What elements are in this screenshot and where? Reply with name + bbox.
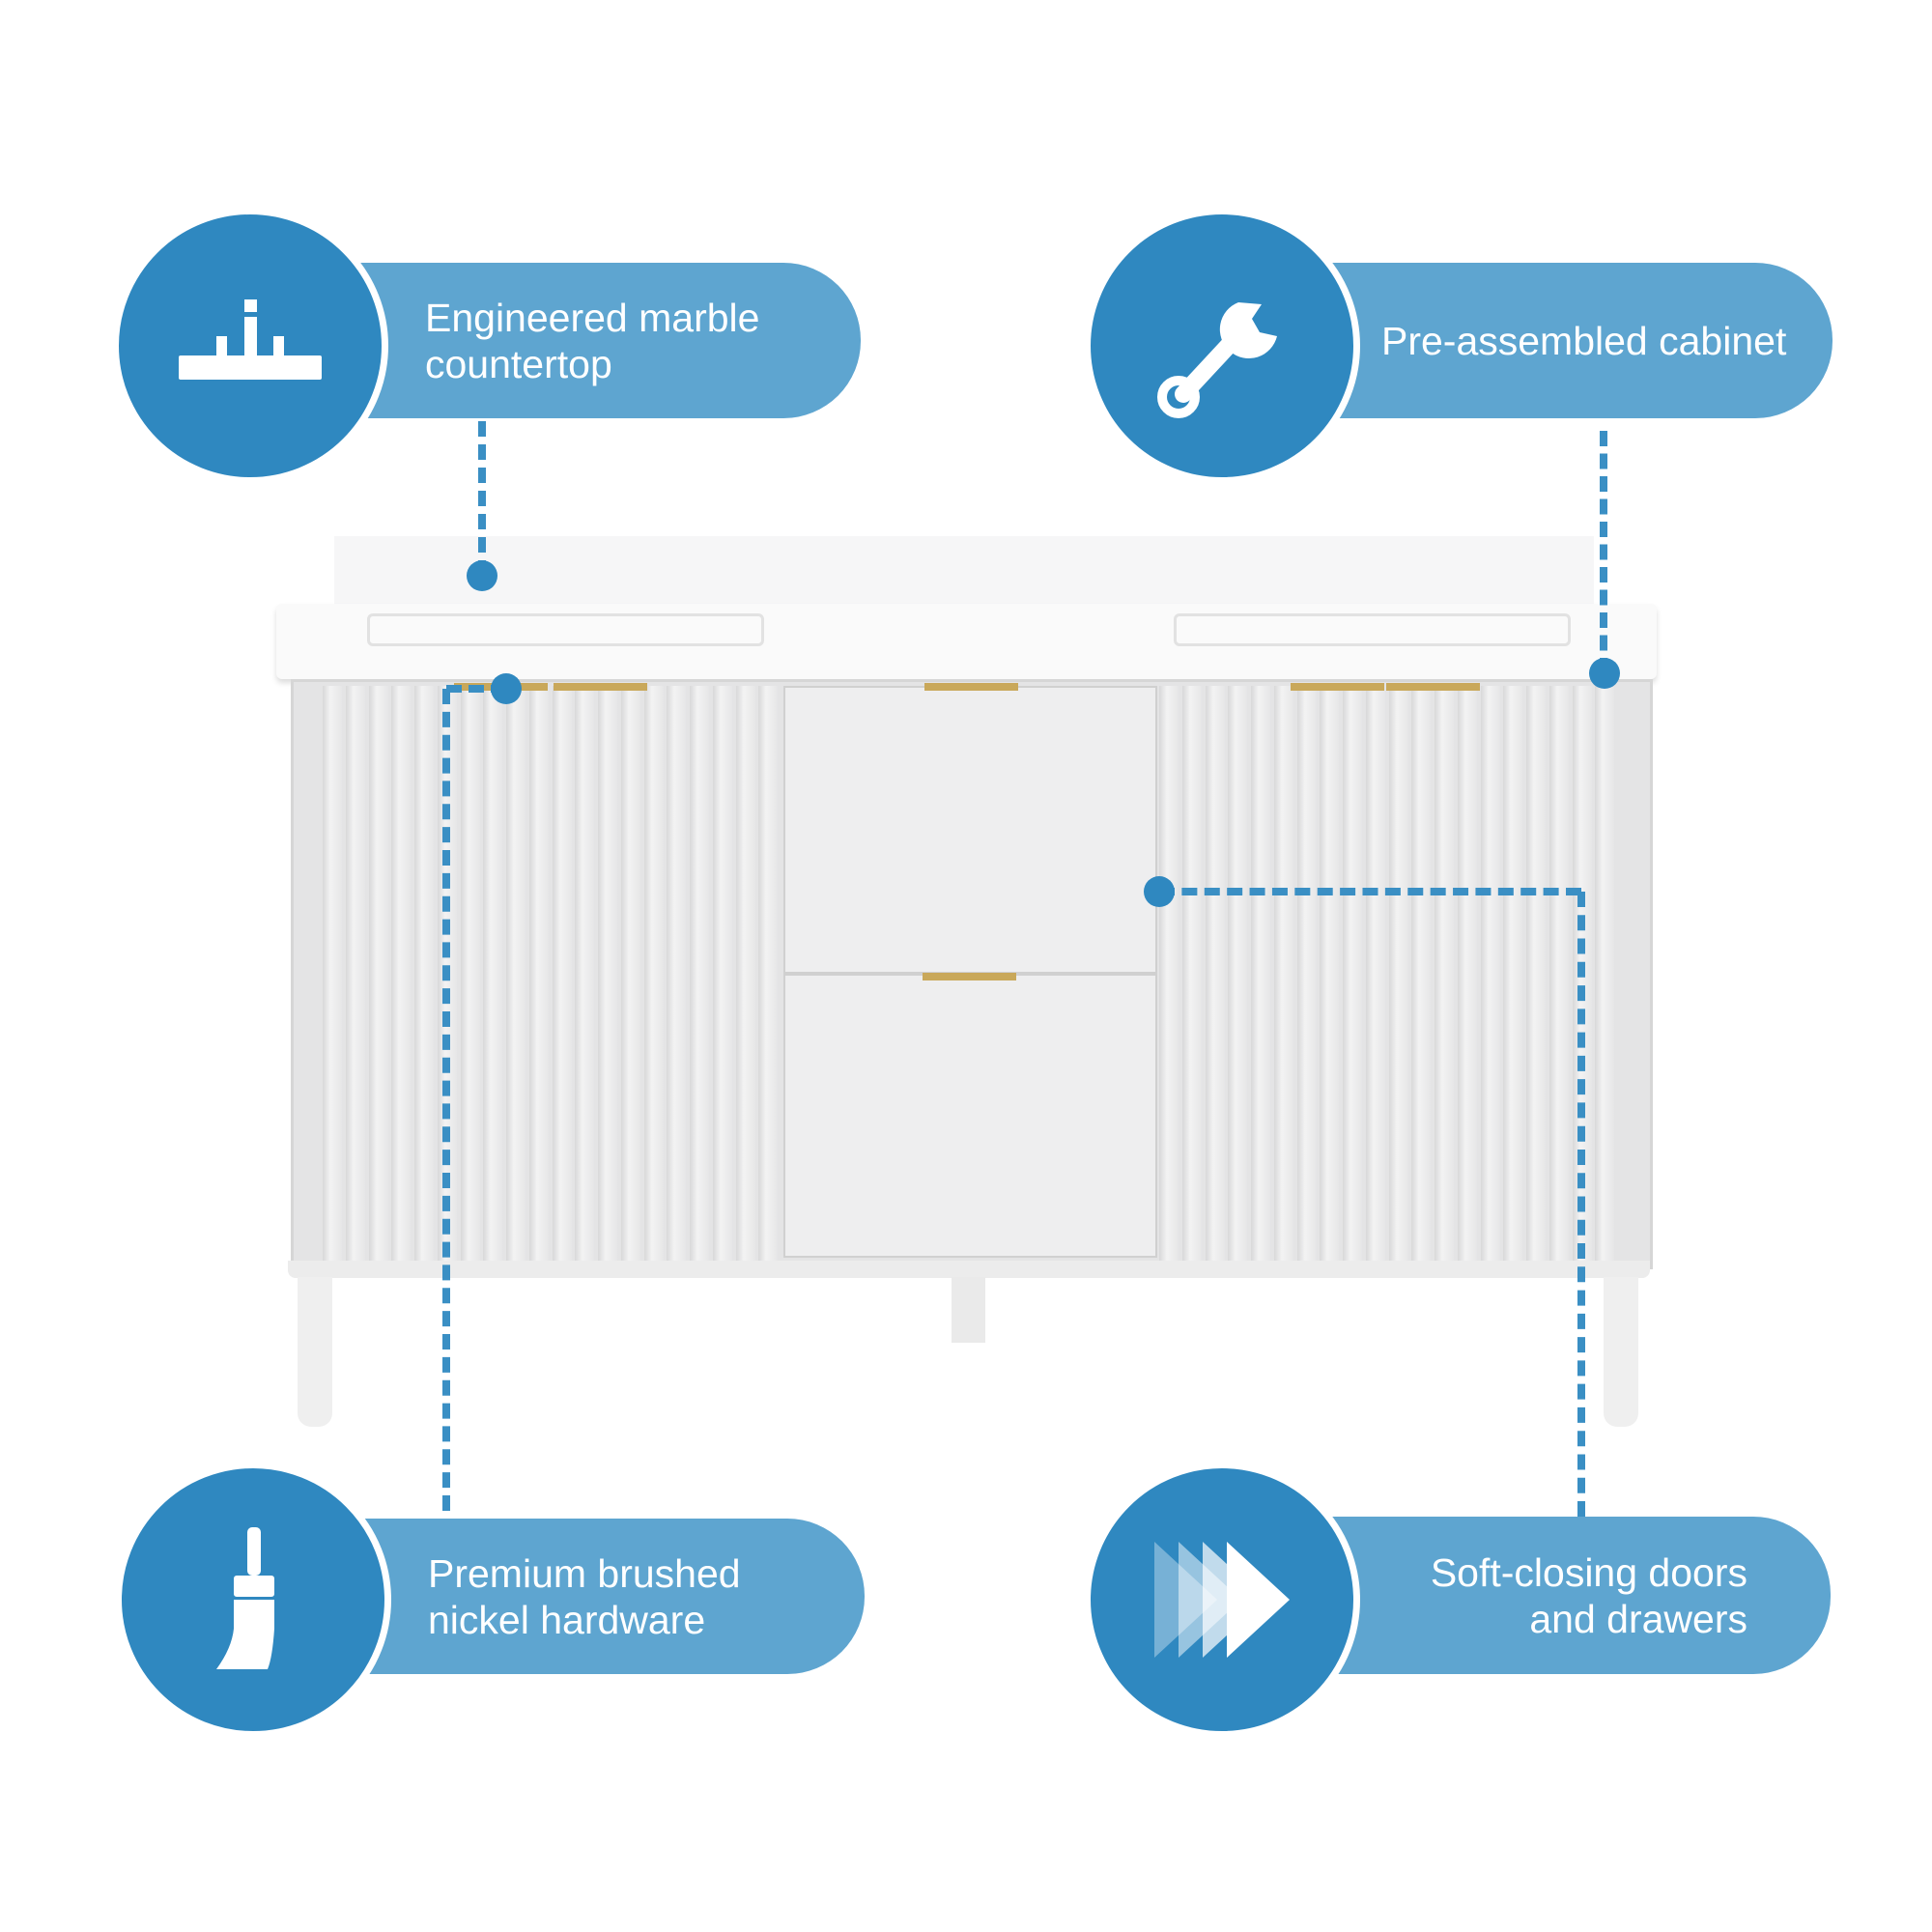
connector-dot	[467, 560, 497, 591]
flute	[1273, 686, 1293, 1263]
feature-circle	[1084, 1462, 1360, 1738]
flute	[552, 686, 572, 1263]
center-support	[952, 1277, 985, 1343]
feature-label: Premium brushed	[428, 1550, 741, 1596]
connector-line	[1159, 888, 1581, 895]
flute	[1296, 686, 1317, 1263]
fluted-doors	[1159, 686, 1618, 1263]
flute	[1251, 686, 1270, 1263]
flute	[1181, 686, 1202, 1263]
countertop-icon	[179, 299, 322, 380]
handle	[923, 973, 1016, 980]
handle	[924, 683, 1018, 691]
flute	[1228, 686, 1248, 1263]
feature-circle	[1084, 208, 1360, 484]
feature-pill-pre-assembled: Pre-assembled cabinet	[1331, 263, 1833, 418]
leg	[1604, 1277, 1638, 1427]
flute	[1365, 686, 1385, 1263]
flute	[391, 686, 412, 1263]
handle	[1386, 683, 1480, 691]
flute	[735, 686, 755, 1263]
flute	[345, 686, 365, 1263]
flute	[643, 686, 664, 1263]
feature-label: nickel hardware	[428, 1597, 706, 1642]
flute	[506, 686, 526, 1263]
flute	[758, 686, 779, 1263]
connector-line	[1600, 431, 1607, 673]
backsplash	[334, 536, 1594, 609]
feature-label: Pre-assembled cabinet	[1381, 318, 1787, 363]
sink-right	[1174, 613, 1571, 646]
flute	[1595, 686, 1615, 1263]
connector-line	[478, 421, 486, 576]
fluted-doors	[323, 686, 781, 1263]
flute	[460, 686, 480, 1263]
connector-line	[442, 689, 450, 1511]
flute	[528, 686, 549, 1263]
flute	[1205, 686, 1225, 1263]
flute	[414, 686, 434, 1263]
flute	[1435, 686, 1454, 1263]
handle	[1291, 683, 1384, 691]
flute	[575, 686, 595, 1263]
flute	[667, 686, 687, 1263]
flute	[1457, 686, 1477, 1263]
flute	[483, 686, 503, 1263]
flute	[712, 686, 732, 1263]
drawer-bottom	[783, 974, 1157, 1258]
flute	[323, 686, 342, 1263]
connector-dot	[1589, 658, 1620, 689]
flute	[368, 686, 388, 1263]
flute	[598, 686, 617, 1263]
flute	[1411, 686, 1432, 1263]
flute	[620, 686, 640, 1263]
flute	[1159, 686, 1179, 1263]
flute	[1526, 686, 1546, 1263]
flute	[1320, 686, 1340, 1263]
flute	[1388, 686, 1408, 1263]
fast-forward-icon	[1154, 1542, 1290, 1658]
brush-icon	[216, 1527, 274, 1669]
leg	[298, 1277, 332, 1427]
flute	[1548, 686, 1569, 1263]
feature-label: Soft-closing doors	[1430, 1549, 1747, 1595]
sink-left	[367, 613, 764, 646]
flute	[1503, 686, 1523, 1263]
handle	[554, 683, 647, 691]
feature-label: Engineered marble	[425, 295, 760, 340]
flute	[690, 686, 709, 1263]
feature-label: and drawers	[1529, 1596, 1747, 1641]
connector-dot	[491, 673, 522, 704]
wrench-icon	[1157, 302, 1277, 418]
drawer-top	[783, 686, 1157, 974]
connector-line	[446, 685, 506, 693]
flute	[1480, 686, 1500, 1263]
flute	[1343, 686, 1362, 1263]
feature-circle	[115, 1462, 391, 1738]
feature-label: countertop	[425, 341, 612, 386]
feature-circle	[112, 208, 388, 484]
connector-dot	[1144, 876, 1175, 907]
connector-line	[1577, 892, 1585, 1517]
base-rail	[288, 1261, 1650, 1278]
countertop	[276, 604, 1657, 679]
